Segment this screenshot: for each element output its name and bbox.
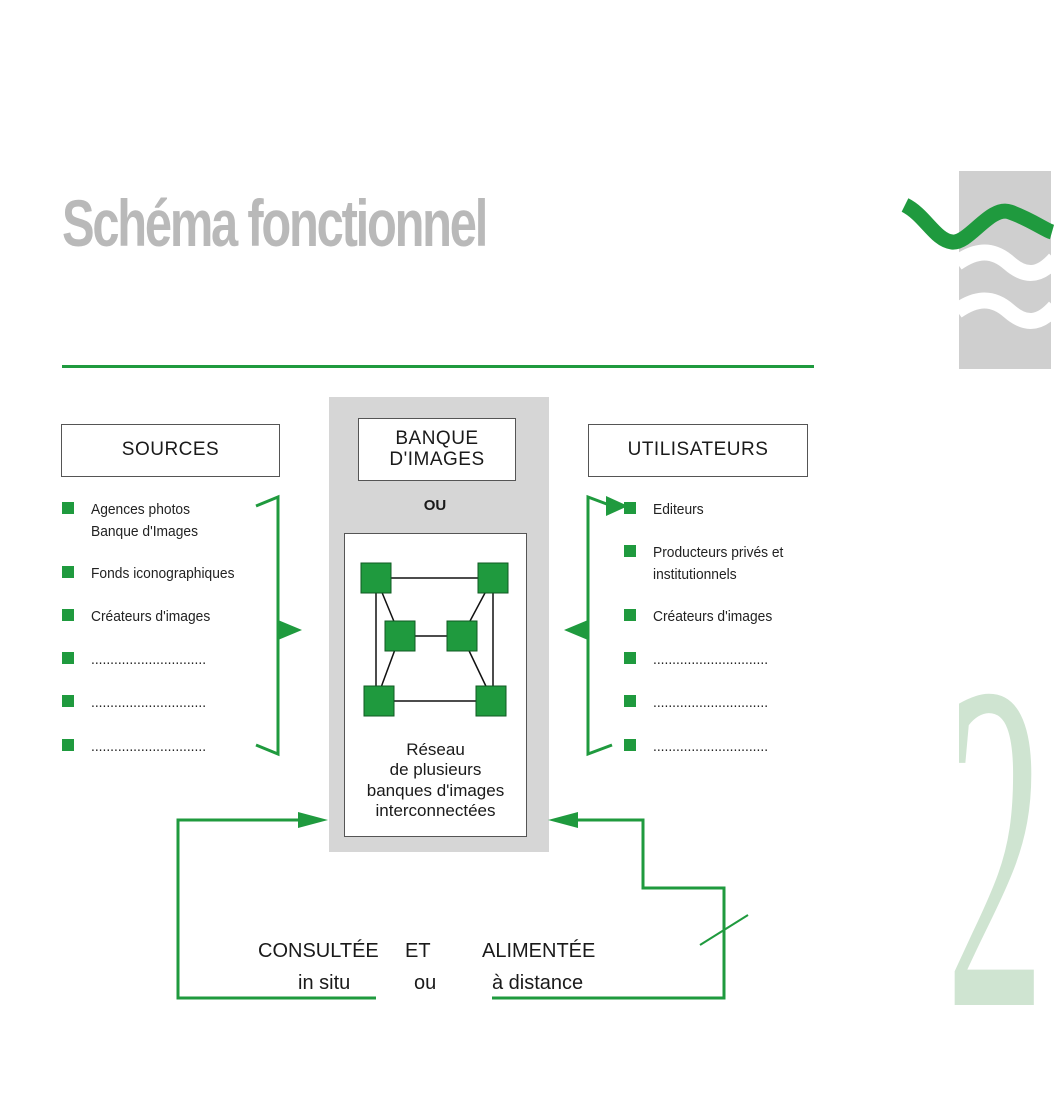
users-item: Producteurs privés et institutionnels	[624, 542, 795, 586]
left-brace-arrow	[278, 620, 302, 640]
sources-box: SOURCES	[61, 424, 280, 477]
left-loop-arrow	[298, 812, 328, 828]
sources-item: ..............................	[62, 692, 216, 714]
bullet-icon	[62, 502, 74, 514]
sources-item: Fonds iconographiques	[62, 563, 247, 585]
title-divider	[62, 365, 814, 368]
network-node-icon	[446, 620, 478, 652]
bullet-icon	[624, 739, 636, 751]
bullet-icon	[62, 695, 74, 707]
users-item-label: ..............................	[653, 738, 769, 755]
users-item: ..............................	[624, 692, 778, 714]
right-loop-arrow	[548, 812, 578, 828]
sources-item-label: ..............................	[91, 651, 207, 668]
bullet-icon	[624, 695, 636, 707]
bullet-icon	[624, 609, 636, 621]
diagram-lines	[176, 198, 1055, 1000]
bullet-icon	[624, 502, 636, 514]
consultee-label: CONSULTÉE	[258, 940, 379, 962]
network-node-icon	[384, 620, 416, 652]
bullet-icon	[624, 652, 636, 664]
bullet-icon	[62, 652, 74, 664]
sources-item: Agences photos Banque d'Images	[62, 499, 207, 543]
banque-images-box: BANQUE D'IMAGES	[358, 418, 516, 481]
users-item: ..............................	[624, 649, 778, 671]
page-title: Schéma fonctionnel	[62, 186, 488, 260]
chapter-number: 2	[946, 586, 1045, 1107]
wave-logo-icon	[959, 244, 1051, 329]
sources-item: ..............................	[62, 736, 216, 758]
users-item: Créateurs d'images	[624, 606, 783, 628]
right-brace	[586, 494, 613, 757]
network-node-icon	[360, 562, 392, 594]
ou-label: OU	[423, 497, 447, 514]
network-node-icon	[363, 685, 395, 717]
left-loop-line	[176, 818, 376, 1000]
sources-item-label: ..............................	[91, 738, 207, 755]
in-situ-label: in situ	[298, 972, 351, 994]
alimentee-label: ALIMENTÉE	[482, 940, 596, 962]
bullet-icon	[62, 609, 74, 621]
right-loop-line	[492, 818, 726, 1000]
ou-bottom-label: ou	[414, 972, 437, 994]
sources-item: Créateurs d'images	[62, 606, 221, 628]
users-item-label: Producteurs privés et institutionnels	[653, 544, 784, 583]
loop-tick-mark	[699, 914, 749, 946]
users-item: ..............................	[624, 736, 778, 758]
sources-item-label: Créateurs d'images	[91, 608, 211, 625]
users-item-label: Editeurs	[653, 501, 704, 518]
network-node-icon	[477, 562, 509, 594]
users-item: Editeurs	[624, 499, 708, 521]
network-node-icon	[475, 685, 507, 717]
users-item-label: Créateurs d'images	[653, 608, 773, 625]
et-label: ET	[405, 940, 431, 962]
right-brace-arrow	[564, 620, 588, 640]
sources-item: ..............................	[62, 649, 216, 671]
bullet-icon	[624, 545, 636, 557]
a-distance-label: à distance	[492, 972, 584, 994]
sources-item-label: ..............................	[91, 694, 207, 711]
users-item-label: ..............................	[653, 651, 769, 668]
right-brace-top-arrow	[606, 496, 628, 516]
users-item-label: ..............................	[653, 694, 769, 711]
green-wave-icon	[901, 198, 1055, 250]
bullet-icon	[62, 566, 74, 578]
bullet-icon	[62, 739, 74, 751]
left-brace	[255, 494, 280, 757]
reseau-caption: Réseau de plusieurs banques d'images int…	[366, 740, 505, 821]
sources-item-label: Fonds iconographiques	[91, 565, 235, 582]
utilisateurs-box: UTILISATEURS	[588, 424, 808, 477]
sources-item-label: Agences photos Banque d'Images	[91, 501, 198, 540]
